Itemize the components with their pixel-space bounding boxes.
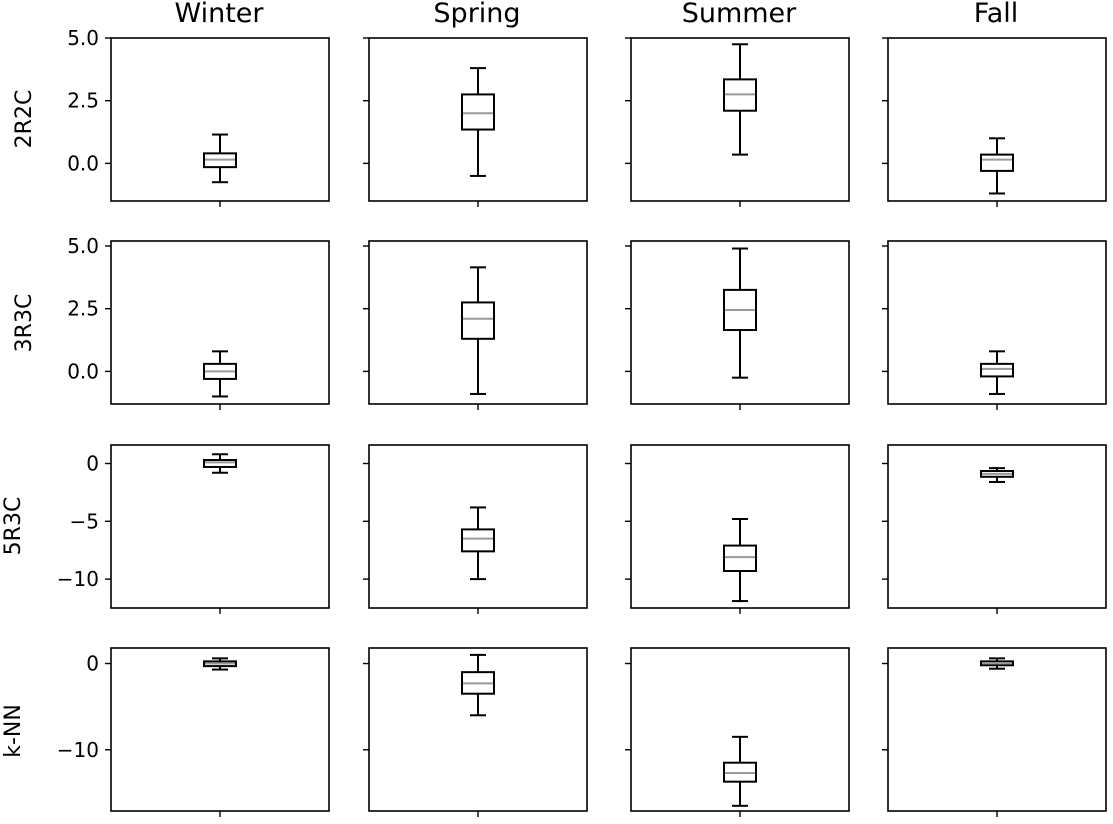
- panel-3-3: [882, 647, 1107, 817]
- column-titles: Winter Spring Summer Fall: [174, 0, 1018, 29]
- column-title-winter: Winter: [174, 0, 264, 29]
- iqr-box: [723, 544, 757, 573]
- panel-2-3: [882, 444, 1107, 614]
- iqr-box: [980, 362, 1014, 378]
- row-label-5r3c: 5R3C: [1, 497, 26, 556]
- y-tick-label: −5: [70, 509, 99, 533]
- panel-2-2: [625, 444, 850, 614]
- panel-0-3: [882, 37, 1107, 207]
- panel-3-1: [363, 647, 588, 817]
- panels: 0.0 2.5 5.0 0.0 2.5 5.0 0 −5 −10 0 −10: [57, 26, 1107, 817]
- panel-1-2: [625, 240, 850, 410]
- panel-3-2: [625, 647, 850, 817]
- column-title-spring: Spring: [433, 0, 520, 29]
- row-label-knn: k-NN: [1, 704, 26, 758]
- y-tick-label: 5.0: [67, 26, 99, 50]
- iqr-box: [980, 153, 1014, 172]
- axes-frame: [887, 647, 1107, 812]
- panel-1-3: [882, 240, 1107, 410]
- column-title-fall: Fall: [974, 0, 1019, 29]
- panel-3-0: 0 −10: [57, 647, 330, 817]
- column-title-summer: Summer: [682, 0, 797, 29]
- iqr-box: [203, 459, 237, 468]
- row-label-2r2c: 2R2C: [12, 90, 37, 149]
- panel-0-1: [363, 37, 588, 207]
- panel-1-0: 0.0 2.5 5.0: [67, 234, 330, 410]
- y-tick-label: 0: [86, 451, 99, 475]
- axes-frame: [110, 647, 330, 812]
- row-labels: 2R2C 3R3C 5R3C k-NN: [1, 90, 37, 758]
- iqr-box: [461, 528, 495, 553]
- y-tick-label: 2.5: [67, 297, 99, 321]
- y-tick-label: 0: [86, 652, 99, 676]
- y-tick-label: 2.5: [67, 89, 99, 113]
- row-label-3r3c: 3R3C: [12, 294, 37, 353]
- panel-0-2: [625, 37, 850, 207]
- y-tick-label: 0.0: [67, 151, 99, 175]
- panel-2-0: 0 −5 −10: [57, 444, 330, 614]
- iqr-box: [461, 301, 495, 340]
- panel-1-1: [363, 240, 588, 410]
- y-tick-label: 0.0: [67, 359, 99, 383]
- panel-2-1: [363, 444, 588, 614]
- axes-frame: [368, 647, 588, 812]
- iqr-box: [461, 93, 495, 131]
- y-tick-label: 5.0: [67, 234, 99, 258]
- y-tick-label: −10: [57, 738, 99, 762]
- y-tick-label: −10: [57, 567, 99, 591]
- panel-0-0: 0.0 2.5 5.0: [67, 26, 330, 207]
